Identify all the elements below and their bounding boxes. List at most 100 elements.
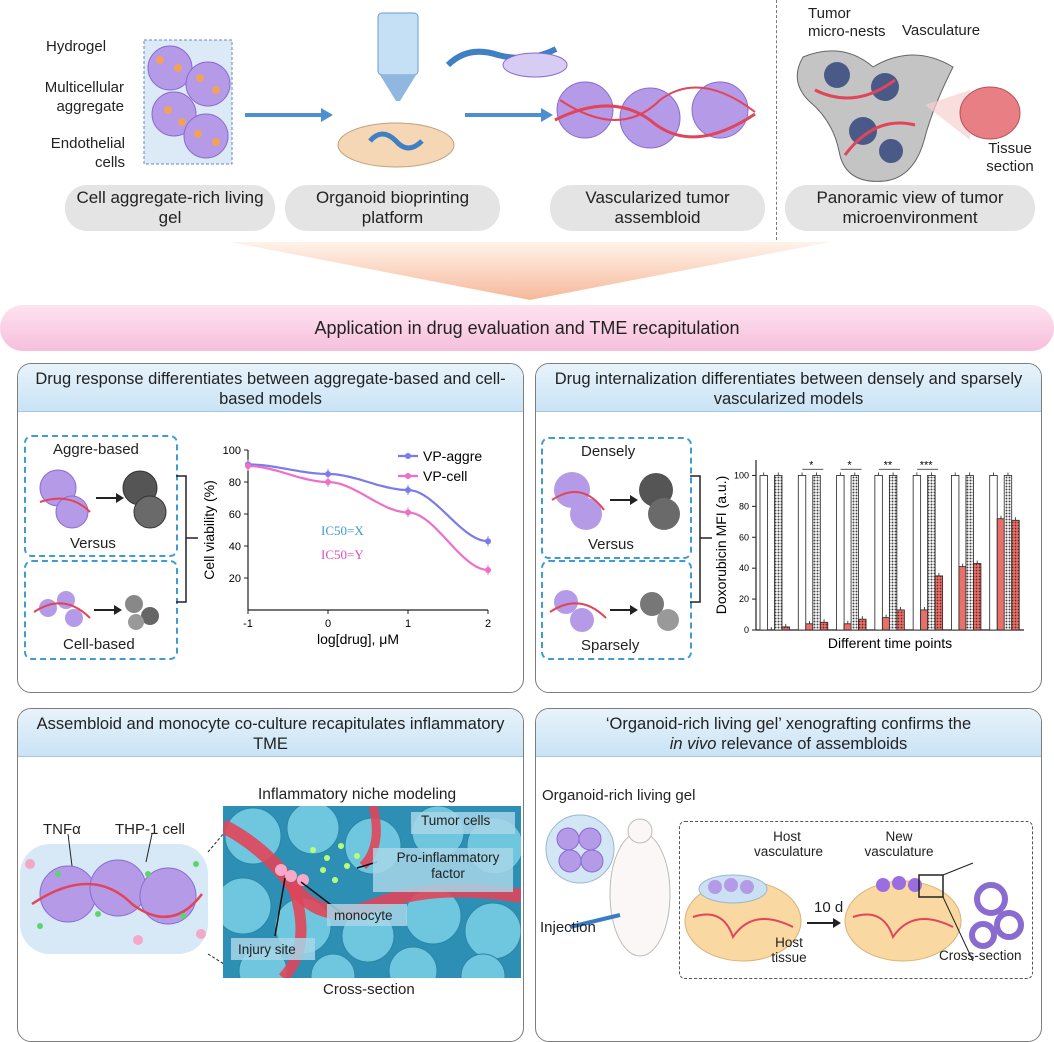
tumor-microenvironment-illustration — [796, 50, 1021, 182]
organoid-gel-label: Organoid-rich living gel — [542, 787, 696, 804]
vasculature-label: Vasculature — [902, 22, 981, 39]
x-axis-label: log[drug], μM — [317, 631, 399, 647]
title-prefix: ‘Organoid-rich living gel’ xenografting … — [605, 715, 972, 733]
new-vasculature-label: New vasculature — [864, 829, 934, 859]
bar-white-hatched — [774, 475, 783, 631]
bar-white — [759, 475, 768, 631]
inflammatory-niche-illustration — [223, 806, 521, 978]
densely-label: Densely — [581, 443, 636, 460]
days-label: 10 d — [814, 899, 844, 916]
bar-white-hatched — [850, 475, 859, 631]
application-banner: Application in drug evaluation and TME r… — [0, 305, 1054, 351]
bar-red — [881, 617, 891, 631]
aggre-based-box — [24, 435, 178, 557]
significance-label: ** — [884, 459, 893, 471]
arrow-right-icon — [465, 108, 553, 122]
pill-living-gel: Cell aggregate-rich living gel — [65, 185, 275, 231]
section-divider — [776, 0, 777, 240]
y-tick-label: 80 — [229, 477, 241, 489]
injection-label: Injection — [540, 919, 596, 936]
data-point — [485, 538, 491, 545]
bar-white — [951, 475, 960, 631]
y-tick-label: 100 — [223, 445, 241, 457]
data-point — [405, 509, 411, 516]
cross-section-label: Cross-section — [939, 948, 1022, 963]
coculture-illustration — [20, 815, 238, 974]
panel-title: Drug internalization differentiates betw… — [536, 364, 1041, 412]
x-tick-label: 2 — [485, 618, 491, 630]
series-line-0 — [247, 463, 489, 543]
bar-white — [989, 475, 998, 631]
legend-label: VP-aggre — [423, 448, 482, 464]
bar-red — [920, 609, 929, 631]
bar-red-hatched — [781, 626, 790, 631]
y-tick-label: 100 — [734, 470, 749, 480]
cell-model-illustration — [33, 591, 159, 630]
pill-panoramic-view: Panoramic view of tumor microenvironment — [785, 185, 1035, 231]
legend-marker — [405, 453, 411, 459]
ic50-x-label: IC50=X — [321, 523, 364, 538]
bar-red — [843, 623, 852, 631]
xenograft-detail-box — [679, 821, 1033, 979]
title-suffix: relevance of assembloids — [721, 735, 908, 753]
bar-red — [805, 623, 814, 631]
y-tick-label: 20 — [229, 573, 241, 585]
bar-white-hatched — [927, 475, 936, 631]
down-arrow-icon — [230, 242, 830, 300]
bar-white — [797, 475, 807, 631]
bar-red-hatched — [858, 618, 867, 631]
panel-title: ‘Organoid-rich living gel’ xenografting … — [536, 709, 1041, 757]
x-tick-label: 0 — [325, 618, 331, 630]
panel-drug-internalization: Drug internalization differentiates betw… — [535, 363, 1042, 693]
y-tick-label: 40 — [229, 541, 241, 553]
bar-red-hatched — [819, 621, 829, 631]
hydrogel-label: Hydrogel — [46, 38, 107, 55]
versus-label: Versus — [70, 535, 116, 552]
y-tick-label: 20 — [739, 594, 749, 604]
panel-title: Assembloid and monocyte co-culture recap… — [18, 709, 523, 757]
living-gel-illustration — [143, 39, 233, 165]
y-tick-label: 60 — [739, 532, 749, 542]
monocyte-label: monocyte — [334, 908, 393, 923]
bar-red-hatched — [934, 575, 944, 631]
densely-box — [541, 437, 692, 559]
niche-title: Inflammatory niche modeling — [258, 786, 457, 803]
multicellular-aggregate-label: Multicellular aggregate — [44, 79, 124, 115]
cell-based-label: Cell-based — [63, 636, 135, 653]
x-axis-label: Different time points — [828, 635, 952, 651]
ic50-y-label: IC50=Y — [321, 547, 364, 562]
tnfa-label: TNFα — [43, 821, 81, 838]
data-point — [325, 479, 331, 485]
data-point — [405, 487, 411, 493]
bar-white — [874, 475, 883, 631]
pro-inflammatory-factor-label: Pro-inflammatory factor — [396, 850, 500, 881]
panel-drug-response: Drug response differentiates between agg… — [17, 363, 524, 693]
bioprinter-illustration — [337, 12, 568, 168]
sparsely-model-illustration — [549, 590, 679, 632]
legend-label: VP-cell — [423, 468, 467, 484]
bar-white-hatched — [965, 475, 974, 631]
x-tick-label: 1 — [405, 618, 411, 630]
title-italic: in vivo — [669, 735, 717, 753]
y-tick-label: 0 — [744, 625, 749, 635]
injury-site-label: Injury site — [238, 942, 296, 957]
bar-red — [996, 518, 1006, 631]
versus-label: Versus — [588, 536, 634, 553]
panel-xenografting: ‘Organoid-rich living gel’ xenografting … — [535, 708, 1042, 1042]
bracket — [176, 475, 198, 603]
bar-red-hatched — [896, 609, 905, 631]
bar-red-hatched — [1011, 519, 1020, 631]
sparsely-box — [541, 560, 692, 660]
y-tick-label: 40 — [739, 563, 749, 573]
bar-red — [958, 566, 967, 631]
cell-based-box — [24, 560, 178, 660]
arrow-right-icon — [245, 108, 333, 122]
aggre-based-label: Aggre-based — [53, 441, 139, 458]
panel-title: Drug response differentiates between agg… — [18, 364, 523, 412]
x-tick-label: -1 — [243, 618, 253, 630]
densely-model-illustration — [551, 472, 680, 530]
sparsely-label: Sparsely — [581, 637, 640, 654]
bar-white-hatched — [1003, 475, 1013, 631]
data-point — [325, 471, 331, 477]
